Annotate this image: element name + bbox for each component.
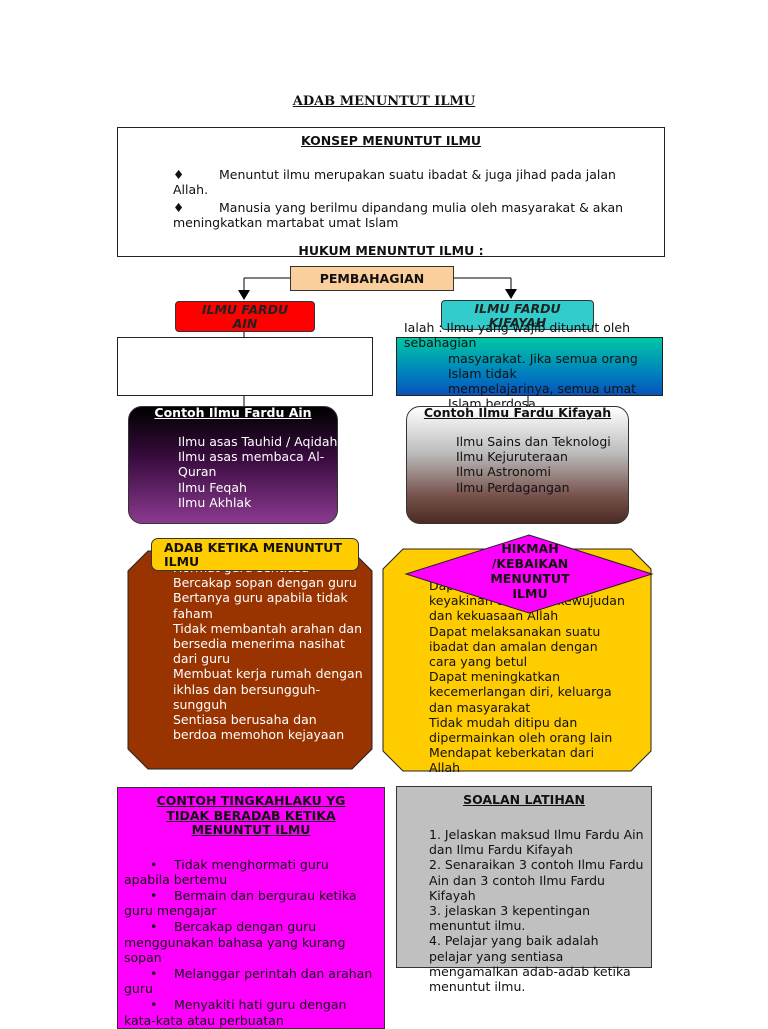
contoh-tidak-beradab-box: CONTOH TINGKAHLAKU YG TIDAK BERADAB KETI… xyxy=(117,787,385,1029)
list-item: Ilmu Sains dan Teknologi xyxy=(456,434,611,449)
list-item: Mendapat keberkatan dari Allah xyxy=(429,745,595,776)
contoh-fardu-kifayah-list: Ilmu Sains dan Teknologi Ilmu Kejurutera… xyxy=(456,434,626,495)
page-title: ADAB MENUNTUT ILMU xyxy=(292,94,476,109)
konsep-point: Menuntut ilmu merupakan suatu ibadat & j… xyxy=(173,166,616,198)
fardu-kifayah-definition-box xyxy=(396,337,663,396)
adab-list: Hormat guru sentiasa Bercakap sopan deng… xyxy=(173,560,363,770)
list-item: •Melanggar perintah dan arahan guru xyxy=(124,966,378,996)
list-item: Ilmu asas membaca Al- Quran xyxy=(178,449,325,480)
pembahagian-box: PEMBAHAGIAN xyxy=(290,266,454,291)
list-item: 3. jelaskan 3 kepentingan menuntut ilmu. xyxy=(429,903,591,934)
contoh-fardu-ain-box: Contoh Ilmu Fardu Ain Ilmu asas Tauhid /… xyxy=(128,405,338,524)
konsep-heading: KONSEP MENUNTUT ILMU xyxy=(300,133,482,148)
list-item: Dapat melaksanakan suatu ibadat dan amal… xyxy=(429,623,601,670)
hikmah-octagon xyxy=(382,548,652,772)
soalan-latihan-box: SOALAN LATIHAN 1. Jelaskan maksud Ilmu F… xyxy=(396,786,652,994)
contoh-fardu-ain-list: Ilmu asas Tauhid / Aqidah Ilmu asas memb… xyxy=(178,434,338,510)
list-item: Ilmu Feqah xyxy=(178,479,247,495)
list-item-text: Melanggar perintah dan arahan guru xyxy=(124,965,373,997)
fardu-kifayah-tag: ILMU FARDU KIFAYAH xyxy=(441,300,594,330)
contoh-fardu-ain-heading: Contoh Ilmu Fardu Ain xyxy=(154,405,312,420)
fardu-ain-tag: ILMU FARDU AIN xyxy=(175,301,315,332)
connector-arrows xyxy=(238,277,529,406)
list-item: Ilmu asas Tauhid / Aqidah xyxy=(178,434,338,449)
list-item: Dapat meningkatkan kecemerlangan diri, k… xyxy=(429,669,612,715)
contoh-fardu-kifayah-box: Contoh Ilmu Fardu Kifayah Ilmu Sains dan… xyxy=(406,405,629,524)
list-item: Ilmu Akhlak xyxy=(178,494,252,510)
soalan-list: 1. Jelaskan maksud Ilmu Fardu Ain dan Il… xyxy=(397,827,651,994)
contoh-tidak-beradab-heading: CONTOH TINGKAHLAKU YG TIDAK BERADAB KETI… xyxy=(156,793,346,837)
list-item-text: Bermain dan bergurau ketika guru mengaja… xyxy=(124,887,357,919)
bullet-icon: • xyxy=(150,919,158,935)
list-item: Membuat kerja rumah dengan ikhlas dan be… xyxy=(173,666,363,712)
fardu-ain-definition-box xyxy=(117,337,373,396)
konsep-box: KONSEP MENUNTUT ILMU ♦Menuntut ilmu meru… xyxy=(117,127,665,258)
konsep-point: Manusia yang berilmu dipandang mulia ole… xyxy=(173,199,624,231)
bullet-icon: • xyxy=(150,965,158,981)
list-item: •Tidak menghormati guru apabila bertemu xyxy=(124,857,378,887)
list-item: 2. Senaraikan 3 contoh Ilmu Fardu Ain da… xyxy=(429,857,644,903)
list-item: Tidak mudah ditipu dan dipermainkan oleh… xyxy=(429,714,613,746)
list-item-text: Tidak menghormati guru apabila bertemu xyxy=(124,856,329,887)
adab-label: ADAB KETIKA MENUNTUT ILMU xyxy=(151,538,359,571)
list-item: ♦Menuntut ilmu merupakan suatu ibadat & … xyxy=(173,167,643,198)
bullet-icon: • xyxy=(150,887,158,903)
list-item: Ilmu Perdagangan xyxy=(456,479,570,495)
fardu-kifayah-label: ILMU FARDU KIFAYAH xyxy=(474,301,561,330)
list-item-text: Bercakap dengan guru menggunakan bahasa … xyxy=(124,919,346,965)
list-item: •Bermain dan bergurau ketika guru mengaj… xyxy=(124,888,378,918)
list-item: Tidak membantah arahan dan bersedia mene… xyxy=(173,620,363,667)
list-item: Bercakap sopan dengan guru xyxy=(173,575,357,591)
contoh-tidak-beradab-list: •Tidak menghormati guru apabila bertemu … xyxy=(118,857,384,1028)
hikmah-diamond xyxy=(404,534,654,614)
list-item: •Bercakap dengan guru menggunakan bahasa… xyxy=(124,919,378,965)
bullet-icon: • xyxy=(150,997,158,1013)
contoh-fardu-kifayah-heading: Contoh Ilmu Fardu Kifayah xyxy=(423,405,612,420)
definition-line: Ialah : Ilmu yang wajib dituntut oleh se… xyxy=(404,320,631,351)
soalan-heading: SOALAN LATIHAN xyxy=(463,792,585,807)
fardu-kifayah-definition: Ialah : Ilmu yang wajib dituntut oleh se… xyxy=(404,320,666,412)
list-item: Sentiasa berusaha dan berdoa memohon kej… xyxy=(173,712,345,743)
diamond-bullet-icon: ♦ xyxy=(173,199,185,215)
list-item: Ilmu Astronomi xyxy=(456,464,551,480)
definition-line: masyarakat. Jika semua orang Islam tidak xyxy=(448,350,638,381)
list-item: 1. Jelaskan maksud Ilmu Fardu Ain dan Il… xyxy=(429,827,644,858)
list-item: •Menyakiti hati guru dengan kata-kata at… xyxy=(124,997,378,1027)
list-item: Ilmu Kejuruteraan xyxy=(456,449,568,465)
list-item: Bertanya guru apabila tidak faham xyxy=(173,590,348,621)
hukum-heading: HUKUM MENUNTUT ILMU : xyxy=(298,242,484,258)
hikmah-label: HIKMAH /KEBAIKAN MENUNTUT ILMU xyxy=(490,541,570,601)
list-item: 4. Pelajar yang baik adalah pelajar yang… xyxy=(429,933,631,995)
diamond-bullet-icon: ♦ xyxy=(173,166,185,182)
bullet-icon: • xyxy=(150,856,158,872)
konsep-list: ♦Menuntut ilmu merupakan suatu ibadat & … xyxy=(173,167,643,231)
fardu-ain-label: ILMU FARDU AIN xyxy=(201,302,289,331)
list-item: ♦Manusia yang berilmu dipandang mulia ol… xyxy=(173,200,643,231)
list-item-text: Menyakiti hati guru dengan kata-kata ata… xyxy=(124,997,347,1028)
